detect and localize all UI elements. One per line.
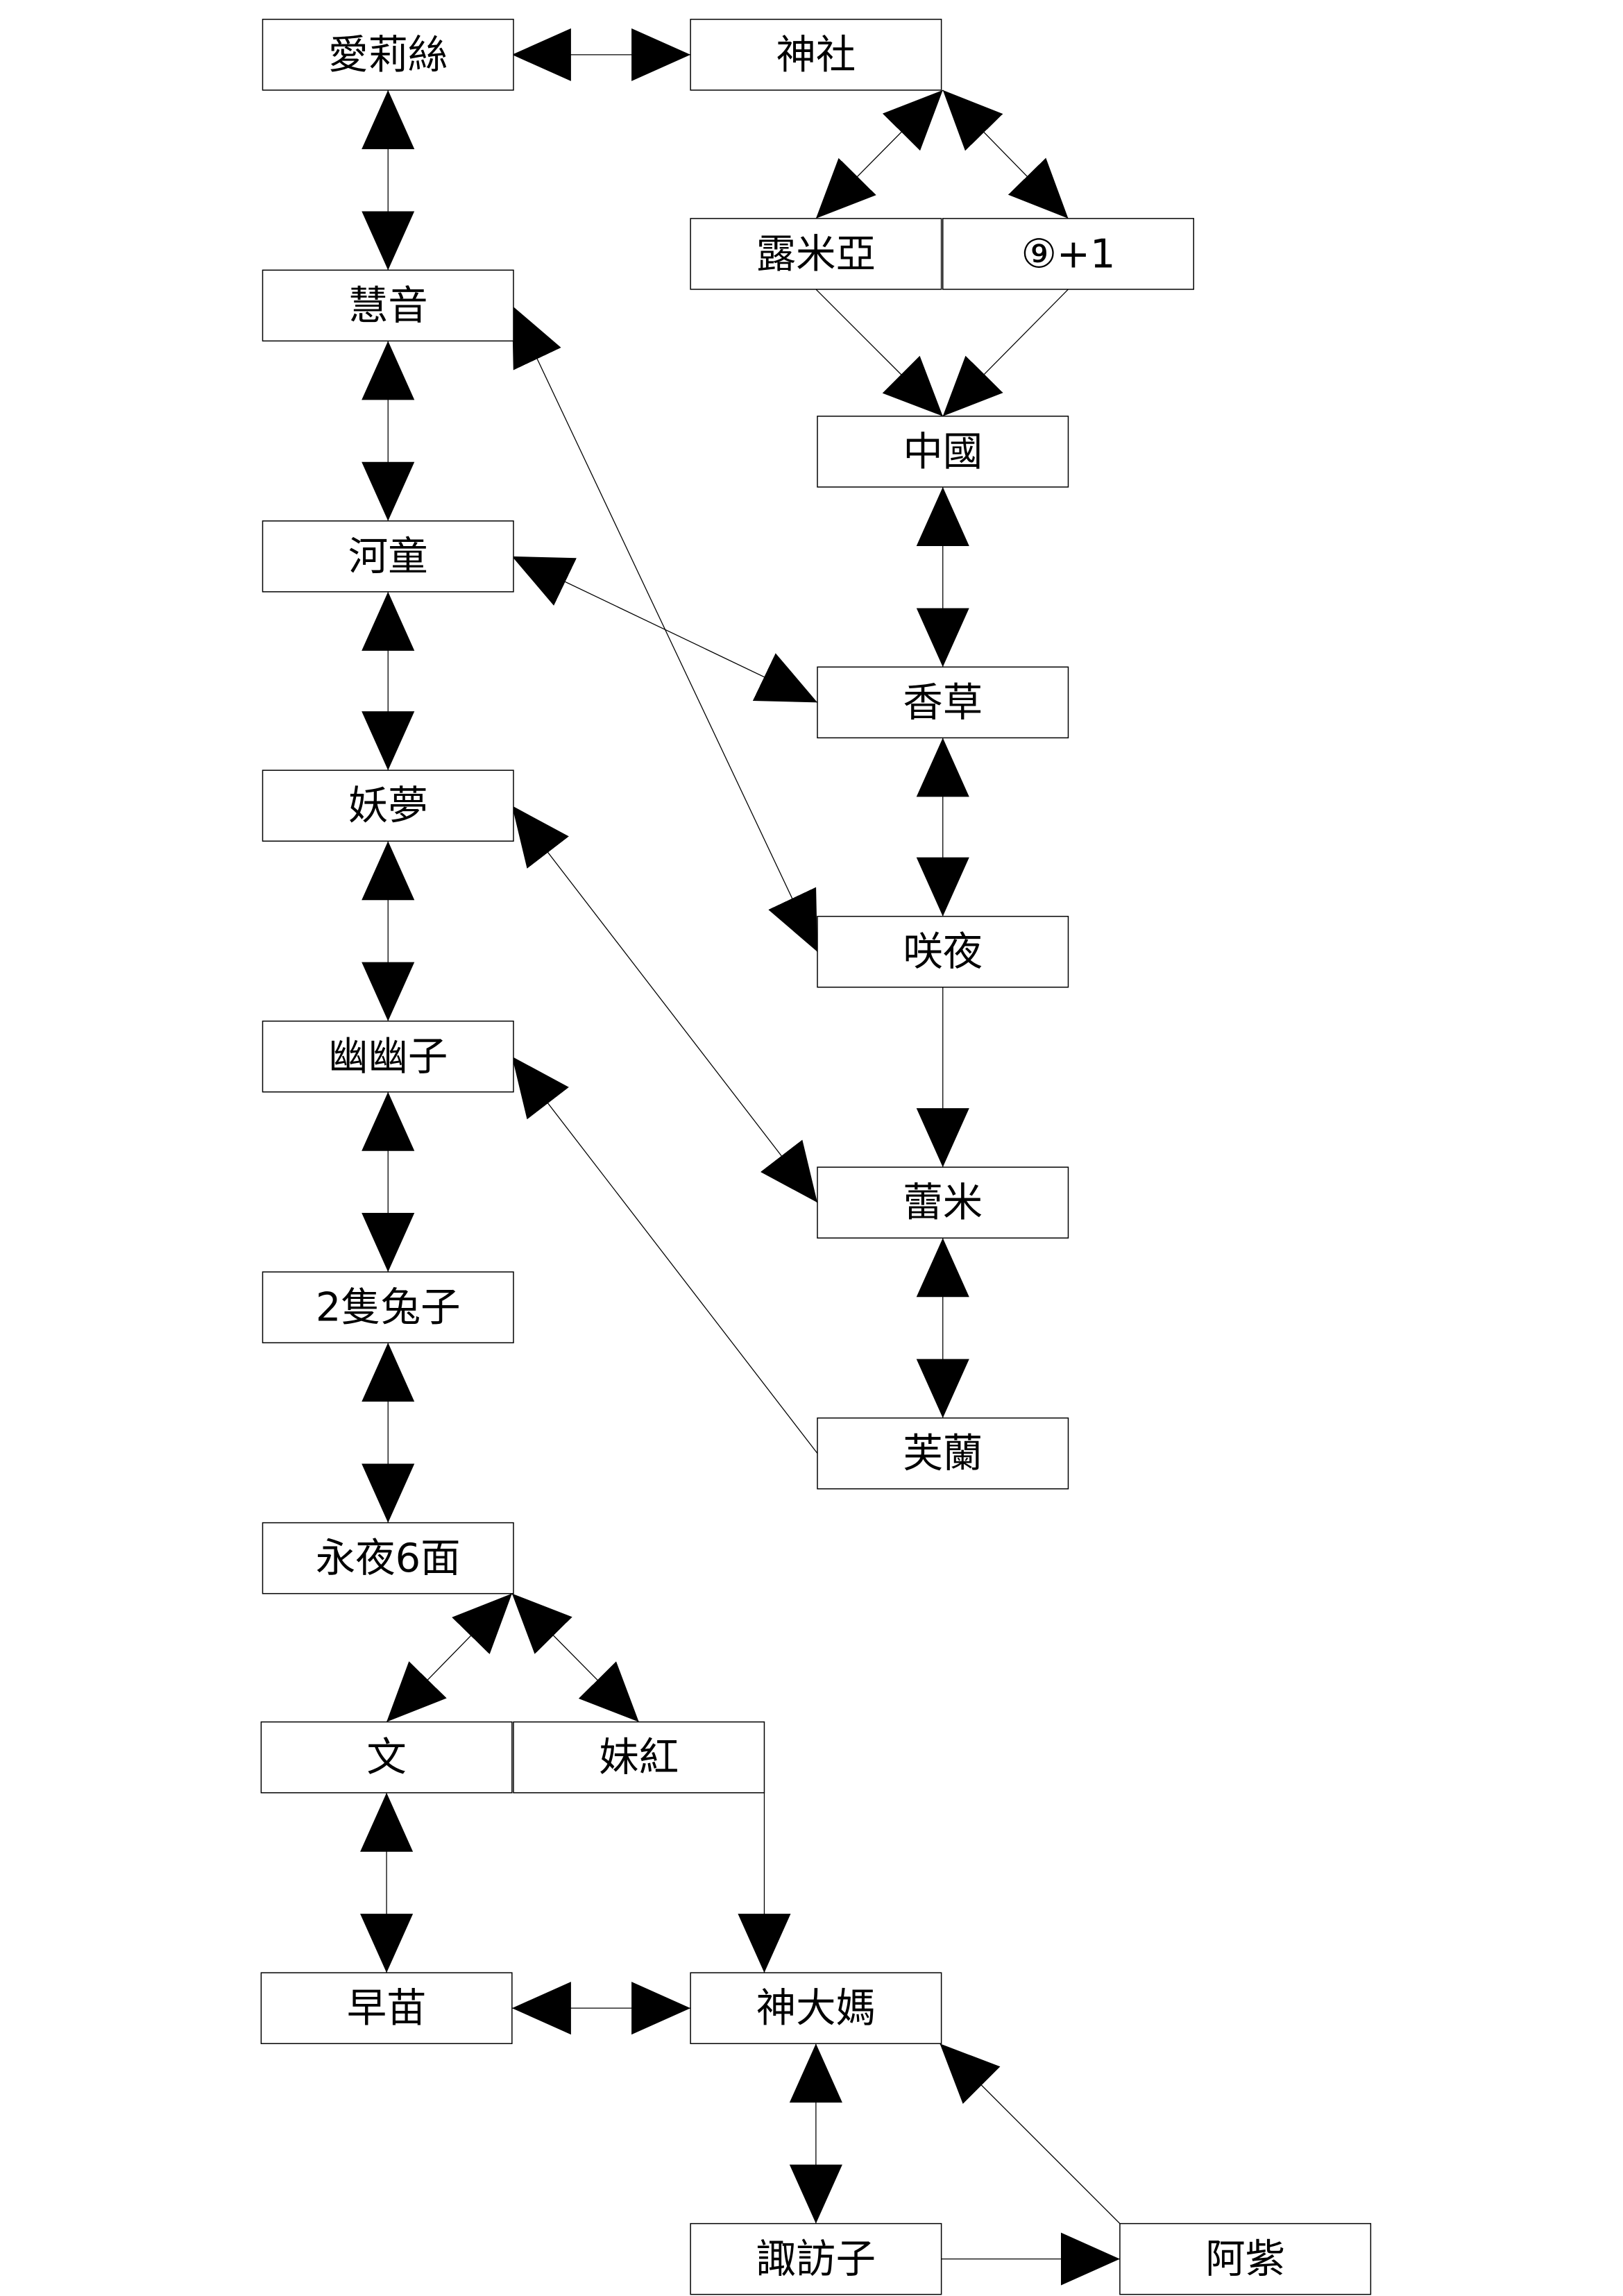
edge-shrine-cirno <box>942 90 1069 219</box>
node-aya: 文 <box>260 1721 513 1794</box>
node-box <box>260 1721 513 1794</box>
node-box <box>262 19 514 91</box>
node-cirno: ⑨+1 <box>942 218 1194 290</box>
node-label: 中國 <box>903 428 983 475</box>
node-box <box>262 1020 514 1093</box>
node-label: 河童 <box>348 533 428 579</box>
node-rumia: 露米亞 <box>690 218 942 290</box>
node-yukari: 阿紫 <box>1119 2222 1372 2295</box>
node-label: 露米亞 <box>756 230 876 277</box>
edge-in6-mokou <box>511 1593 640 1723</box>
node-label: 芙蘭 <box>903 1430 983 1477</box>
node-label: 蕾米 <box>903 1180 983 1226</box>
node-box <box>817 666 1069 739</box>
node-label: 文 <box>366 1734 406 1780</box>
node-label: 慧音 <box>348 282 428 329</box>
node-box <box>690 2222 942 2295</box>
node-label: 早苗 <box>347 1985 427 2032</box>
node-label: 諏訪子 <box>756 2236 876 2282</box>
edge-youmu-remilia <box>511 805 818 1203</box>
edge-kappa-vanilla <box>511 556 818 703</box>
node-box <box>262 769 514 842</box>
node-box <box>260 1972 513 2044</box>
edge-shrine-rumia <box>815 90 944 219</box>
node-label: 妖夢 <box>348 783 428 829</box>
node-box <box>262 520 514 593</box>
node-box <box>262 269 514 342</box>
node-box <box>817 915 1069 988</box>
node-label: 幽幽子 <box>328 1033 448 1080</box>
node-box <box>690 218 942 290</box>
edge-keine-sakuya <box>511 305 818 952</box>
node-label: 妹紅 <box>599 1734 679 1780</box>
node-vanilla: 香草 <box>817 666 1069 739</box>
edge-rumia-china <box>815 289 944 417</box>
node-kanako: 神大媽 <box>690 1972 942 2044</box>
node-box <box>690 19 942 91</box>
node-label: ⑨+1 <box>1021 230 1115 277</box>
edges-layer <box>360 28 1121 2286</box>
node-box <box>817 1417 1069 1490</box>
edge-flan-yuyuko <box>511 1056 818 1454</box>
node-youmu: 妖夢 <box>262 769 514 842</box>
node-box <box>1119 2222 1372 2295</box>
node-label: 2隻兔子 <box>316 1284 461 1331</box>
node-sanae: 早苗 <box>260 1972 513 2044</box>
node-label: 神大媽 <box>756 1985 876 2032</box>
node-label: 咲夜 <box>903 928 983 975</box>
node-keine: 慧音 <box>262 269 514 342</box>
node-rabbits: 2隻兔子 <box>262 1271 514 1343</box>
node-box <box>262 1522 514 1595</box>
node-label: 香草 <box>903 679 983 726</box>
node-alice: 愛莉絲 <box>262 19 514 91</box>
node-sakuya: 咲夜 <box>817 915 1069 988</box>
node-label: 永夜6面 <box>316 1535 461 1581</box>
node-flan: 芙蘭 <box>817 1417 1069 1490</box>
node-suwako: 諏訪子 <box>690 2222 942 2295</box>
node-box <box>513 1721 765 1794</box>
node-mokou: 妹紅 <box>513 1721 765 1794</box>
node-kappa: 河童 <box>262 520 514 593</box>
node-china: 中國 <box>817 416 1069 488</box>
node-in6: 永夜6面 <box>262 1522 514 1595</box>
node-box <box>262 1271 514 1343</box>
node-yuyuko: 幽幽子 <box>262 1020 514 1093</box>
edge-yukari-kanako <box>940 2043 1121 2225</box>
node-box <box>817 416 1069 488</box>
node-shrine: 神社 <box>690 19 942 91</box>
edge-in6-aya <box>386 1593 513 1723</box>
node-label: 阿紫 <box>1205 2236 1285 2282</box>
node-label: 神社 <box>776 31 856 78</box>
node-box <box>690 1972 942 2044</box>
node-remilia: 蕾米 <box>817 1166 1069 1239</box>
node-box <box>817 1166 1069 1239</box>
node-label: 愛莉絲 <box>328 31 448 78</box>
node-box <box>942 218 1194 290</box>
edge-cirno-china <box>942 289 1069 417</box>
